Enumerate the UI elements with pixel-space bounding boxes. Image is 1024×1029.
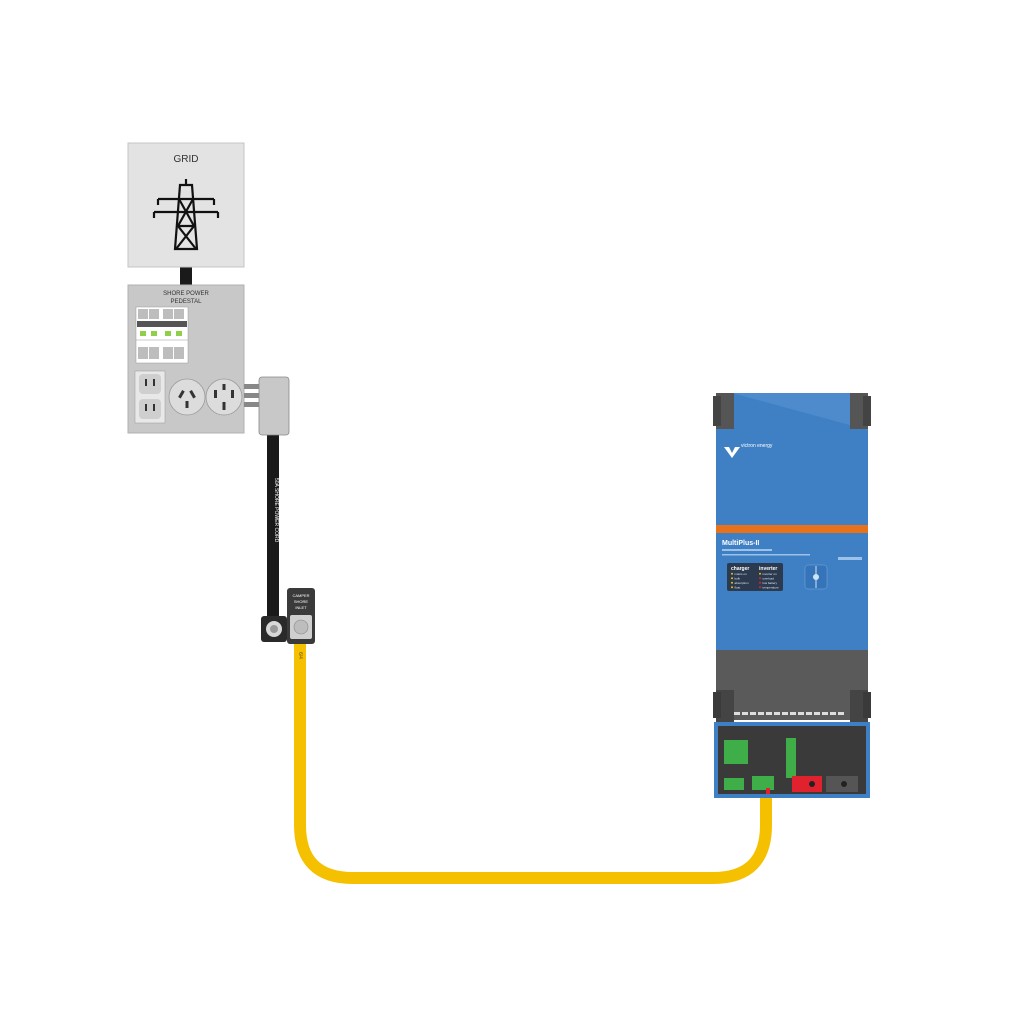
charger-led-label: absorption: [735, 581, 749, 585]
gfci-outlet: [134, 370, 166, 424]
charger-led-icon: [731, 581, 733, 584]
inverter-led-icon: [759, 572, 761, 575]
victron-logo-icon: [724, 447, 740, 458]
orange-stripe: [716, 525, 868, 533]
vent-slot: [766, 712, 772, 715]
status-panel: charger inverter mains onbulkabsorptionf…: [727, 563, 783, 591]
inverter-led-label: inverter on: [763, 572, 778, 576]
power-tower-icon: [152, 179, 220, 251]
brand-label: victron energy: [741, 443, 773, 449]
inlet-label-line3: INLET: [295, 605, 307, 610]
inverter-led-label: overload: [763, 577, 775, 581]
vent-slot: [814, 712, 820, 715]
charger-led-label: mains on: [735, 572, 748, 576]
vent-slot: [774, 712, 780, 715]
inlet-label-line1: CAMPER: [292, 593, 309, 598]
inverter-led-icon: [759, 586, 761, 589]
vent-slot: [798, 712, 804, 715]
shore-power-pedestal: SHORE POWER PEDESTAL: [127, 284, 245, 434]
shore-cord-label: 50A SHORE POWER CORD: [273, 478, 279, 543]
vent-slot: [782, 712, 788, 715]
grid-label: GRID: [174, 154, 199, 165]
vent-slot: [790, 712, 796, 715]
shore-plug: [244, 376, 290, 436]
inverter-led-icon: [759, 581, 761, 584]
inlet-label-line2: SHORE: [294, 599, 309, 604]
camper-shore-inlet: CAMPER SHORE INLET: [287, 588, 315, 644]
50a-receptacle: [205, 378, 243, 416]
charger-led-icon: [731, 572, 733, 575]
pedestal-label-line2: PEDESTAL: [171, 299, 203, 305]
inverter-led-label: temperature: [763, 586, 780, 590]
vent-slot: [838, 712, 844, 715]
30a-receptacle: [168, 378, 206, 416]
charger-led-label: float: [735, 586, 741, 590]
vent-slot: [750, 712, 756, 715]
pedestal-label-line1: SHORE POWER: [163, 291, 209, 297]
charger-led-label: bulk: [735, 577, 741, 581]
circuit-breakers: [135, 306, 189, 364]
inverter-led-icon: [759, 577, 761, 580]
camper-cable: [294, 640, 772, 884]
charger-title: charger: [731, 566, 749, 572]
lower-housing: [716, 650, 868, 720]
inverter-title: inverter: [759, 566, 777, 572]
vent-slot: [830, 712, 836, 715]
model-label: MultiPlus-II: [722, 540, 759, 547]
grid-feed-cable: [180, 266, 192, 286]
vent-slot: [758, 712, 764, 715]
vent-slot: [806, 712, 812, 715]
charger-led-icon: [731, 577, 733, 580]
vent-slots: [734, 712, 844, 715]
vent-slot: [742, 712, 748, 715]
charger-led-icon: [731, 586, 733, 589]
cord-end-connector: [261, 616, 287, 642]
connection-bay: [714, 722, 870, 798]
power-switch[interactable]: [804, 564, 828, 590]
inverter-led-label: low battery: [763, 581, 778, 585]
multiplus-ii-inverter[interactable]: victron energy MultiPlus-II charger inve…: [713, 393, 871, 798]
vent-slot: [822, 712, 828, 715]
vent-slot: [734, 712, 740, 715]
shore-power-cord: [267, 432, 279, 622]
grid-source: GRID: [127, 142, 245, 268]
camper-cable-label: 6/4: [297, 652, 303, 659]
